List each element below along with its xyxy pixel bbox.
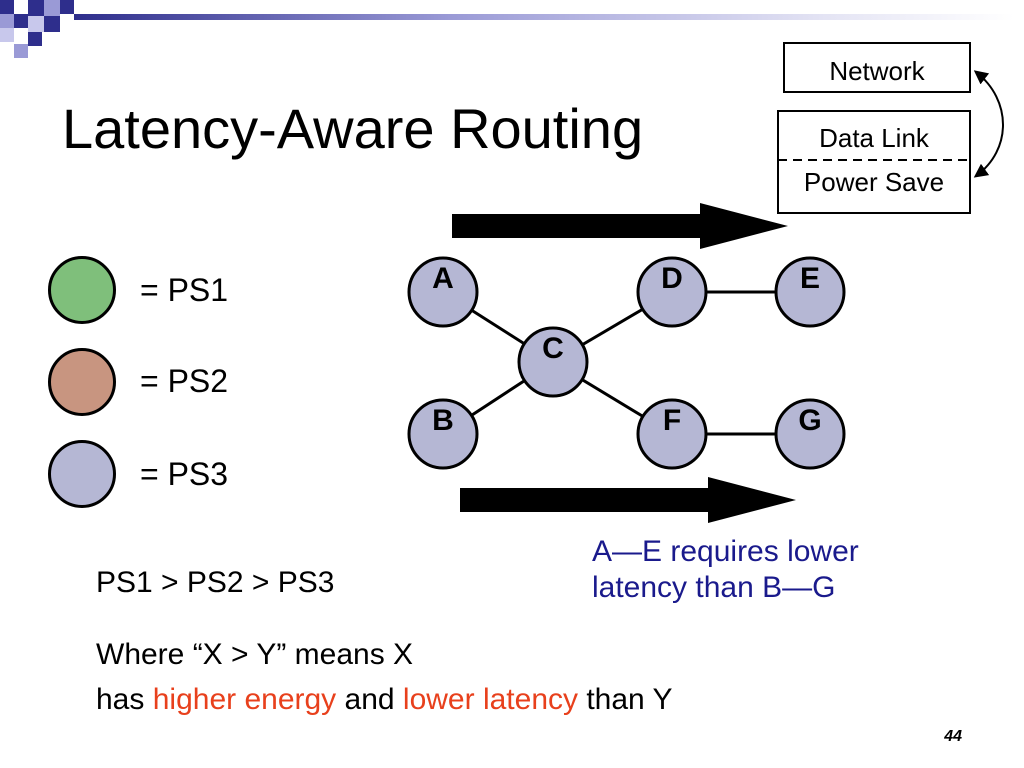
top-arrow — [452, 203, 788, 249]
node-a-label: A — [432, 262, 454, 295]
protocol-stack: Network Data Link Power Save — [777, 42, 1004, 214]
node-d: D — [636, 256, 708, 328]
where-line2: has higher energy and lower latency than… — [96, 683, 673, 717]
ps1-swatch — [48, 256, 116, 324]
network-box — [783, 42, 971, 93]
node-e: E — [774, 256, 846, 328]
legend-label-ps2: = PS2 — [140, 363, 229, 399]
lower-latency-text: lower latency — [402, 683, 578, 716]
node-e-circle — [774, 256, 846, 328]
node-b-circle — [407, 398, 479, 470]
node-c: C — [517, 326, 589, 398]
slide-title: Latency-Aware Routing — [62, 97, 644, 160]
cross-layer-arrow — [973, 70, 1004, 178]
node-e-label: E — [800, 262, 820, 295]
where-line2-than: than Y — [578, 683, 673, 716]
node-a: A — [407, 256, 479, 328]
datalink-box — [777, 110, 971, 214]
ps-order: PS1 > PS2 > PS3 — [96, 566, 335, 599]
node-c-circle — [517, 326, 589, 398]
node-g-circle — [774, 398, 846, 470]
legend-label-ps3: = PS3 — [140, 456, 229, 492]
higher-energy-text: higher energy — [152, 683, 337, 716]
node-d-circle — [636, 256, 708, 328]
node-g: G — [774, 398, 846, 470]
where-line1: Where “X > Y” means X — [96, 638, 414, 671]
latency-note-line2: latency than B—G — [592, 571, 836, 604]
node-a-circle — [407, 256, 479, 328]
latency-note: A—E requires lower latency than B—G — [592, 534, 859, 606]
where-line2-and: and — [336, 683, 403, 716]
node-c-label: C — [542, 332, 564, 365]
where-line2-has: has — [96, 683, 153, 716]
network-label: Network — [829, 56, 925, 86]
node-f-label: F — [663, 404, 681, 437]
legend-label-ps1: = PS1 — [140, 272, 229, 308]
bottom-arrow — [460, 477, 796, 523]
powersave-label: Power Save — [804, 167, 944, 197]
latency-note-line1: A—E requires lower — [592, 535, 859, 568]
graph-nodes: A B C D E F G — [407, 256, 846, 470]
node-f: F — [636, 398, 708, 470]
slide-number: 44 — [944, 728, 962, 745]
graph-edges — [442, 290, 810, 436]
datalink-label: Data Link — [819, 123, 930, 153]
ps3-swatch — [48, 440, 116, 508]
node-b: B — [407, 398, 479, 470]
node-b-label: B — [432, 404, 454, 437]
node-d-label: D — [661, 262, 683, 295]
node-f-circle — [636, 398, 708, 470]
ps2-swatch — [48, 348, 116, 416]
node-g-label: G — [798, 404, 821, 437]
